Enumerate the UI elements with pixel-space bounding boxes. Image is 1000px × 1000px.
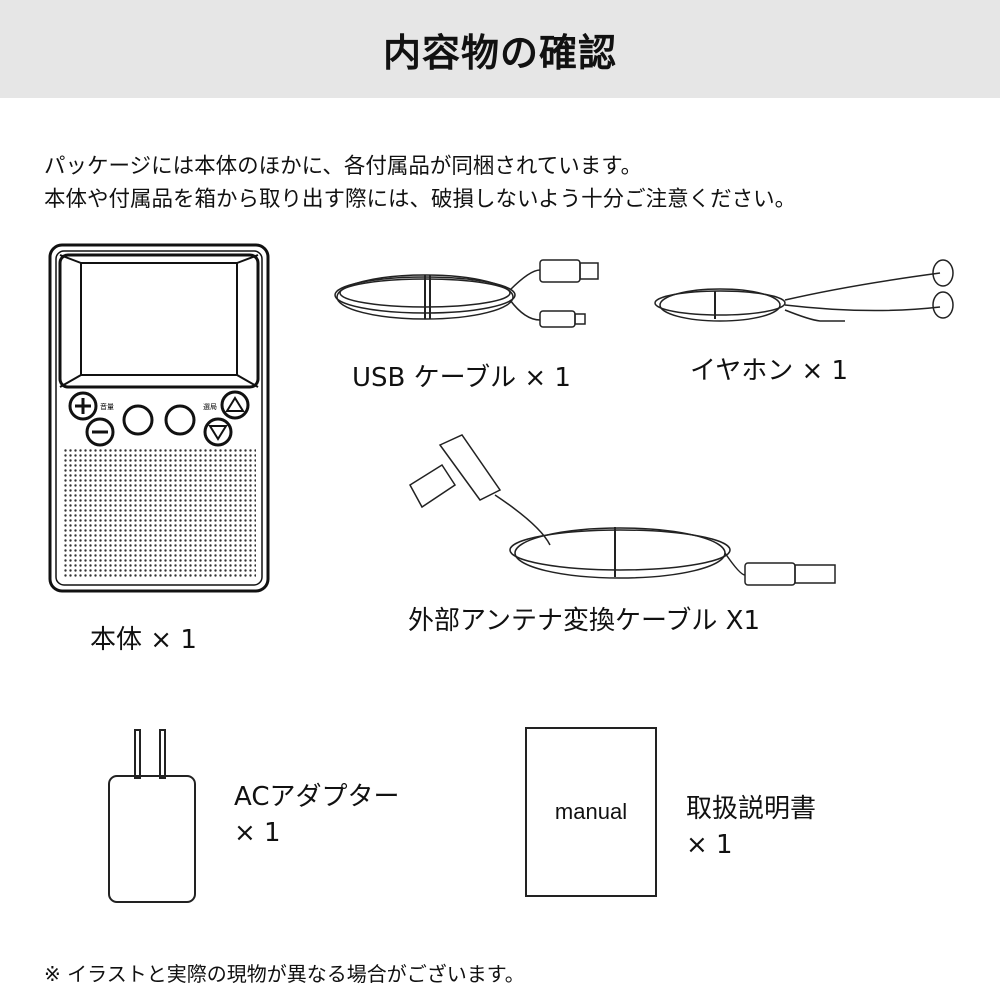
radio-body-illustration: 音量 選局 [48, 243, 270, 593]
earphone-illustration [654, 259, 954, 322]
tuning-label: 選局 [203, 402, 217, 411]
manual-label-count: × 1 [686, 830, 733, 860]
manual-label: 取扱説明書 × 1 [686, 791, 816, 863]
intro-line-2: 本体や付属品を箱から取り出す際には、破損しないよう十分ご注意ください。 [44, 187, 797, 212]
ac-adapter-illustration [108, 729, 196, 903]
antenna-cable-illustration [409, 434, 836, 586]
footnote: ※ イラストと実際の現物が異なる場合がございます。 [44, 962, 525, 986]
ac-adapter-label-count: × 1 [234, 818, 281, 848]
intro-line-1: パッケージには本体のほかに、各付属品が同梱されています。 [44, 154, 643, 179]
header-bar: 内容物の確認 [0, 0, 1000, 98]
ac-adapter-label: ACアダプター × 1 [234, 779, 399, 851]
manual-cover-text: manual [554, 799, 628, 824]
body-label: 本体 × 1 [90, 625, 197, 655]
usb-cable-label: USB ケーブル × 1 [352, 363, 571, 393]
usb-cable-illustration [334, 259, 599, 328]
intro-text: パッケージには本体のほかに、各付属品が同梱されています。 本体や付属品を箱から取… [44, 150, 796, 216]
manual-illustration: manual [525, 727, 657, 897]
antenna-cable-label: 外部アンテナ変換ケーブル X1 [408, 606, 761, 636]
manual-label-name: 取扱説明書 [686, 794, 817, 824]
volume-label: 音量 [100, 402, 114, 411]
ac-adapter-label-name: ACアダプター [234, 782, 400, 812]
earphone-label: イヤホン × 1 [690, 356, 849, 386]
page-title: 内容物の確認 [382, 30, 617, 75]
